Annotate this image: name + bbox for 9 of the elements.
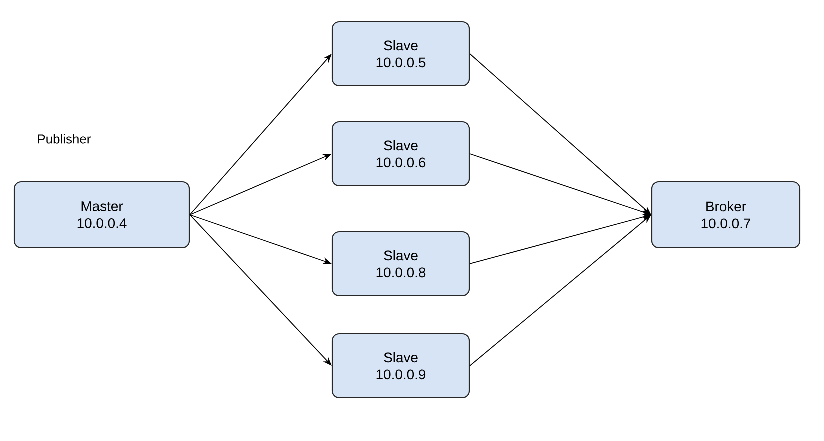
process-box: Master 10.0.0.4: [14, 181, 190, 249]
arrow: [190, 214, 332, 366]
process-box: Slave 10.0.0.9: [332, 333, 470, 399]
arrow: [190, 54, 332, 216]
process-box: Slave 10.0.0.8: [332, 231, 470, 297]
process-box: Slave 10.0.0.6: [332, 121, 470, 187]
process-box: Slave 10.0.0.5: [332, 21, 470, 87]
process-box: Broker 10.0.0.7: [651, 181, 801, 249]
node-caption: Publisher: [38, 134, 91, 144]
